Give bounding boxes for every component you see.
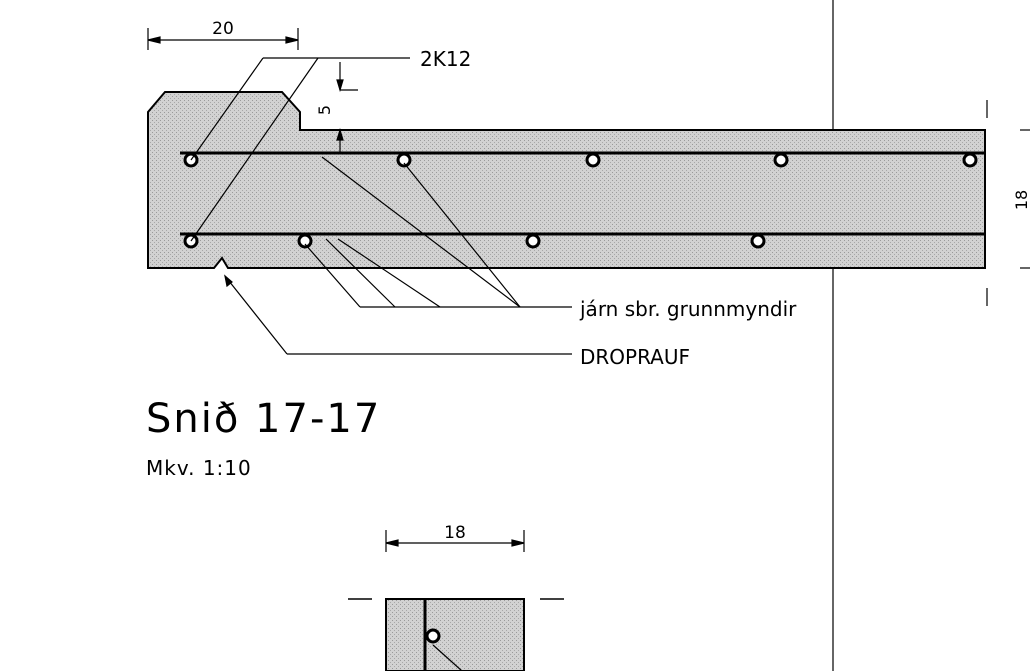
rebar-circle xyxy=(396,152,412,168)
rebar-circle xyxy=(750,233,766,249)
rebar-circle xyxy=(962,152,978,168)
section-title: Snið 17-17 xyxy=(146,396,381,442)
bottom-detail-leader xyxy=(432,644,463,671)
rebar-circle xyxy=(585,152,601,168)
leader-drip-groove xyxy=(224,274,572,355)
leader-rebar-spec xyxy=(190,57,410,242)
dimension-drip xyxy=(336,62,358,153)
section-scale: Mkv. 1:10 xyxy=(146,456,252,480)
drip-groove-label: DROPRAUF xyxy=(580,345,690,369)
bottom-detail-section xyxy=(385,598,525,671)
dimension-slab-height xyxy=(986,100,1030,306)
bottom-detail-rebar-circle xyxy=(425,628,441,644)
dimension-top-width xyxy=(147,28,299,50)
rebar-note-label: járn sbr. grunnmyndir xyxy=(579,297,797,321)
rebar-spec-label: 2K12 xyxy=(420,47,471,71)
dimension-bottom-width xyxy=(385,530,525,552)
rebar-circle xyxy=(525,233,541,249)
dimension-slab-height-label: 18 xyxy=(1012,190,1030,210)
dimension-bottom-width-label: 18 xyxy=(444,523,466,543)
dimension-top-width-label: 20 xyxy=(212,19,234,39)
rebar-circles xyxy=(183,152,978,249)
rebar-circle xyxy=(297,233,313,249)
dimension-drip-label: 5 xyxy=(315,105,334,115)
slab-cross-section xyxy=(147,91,986,269)
rebar-circle xyxy=(773,152,789,168)
leader-rebar-note xyxy=(304,156,572,308)
